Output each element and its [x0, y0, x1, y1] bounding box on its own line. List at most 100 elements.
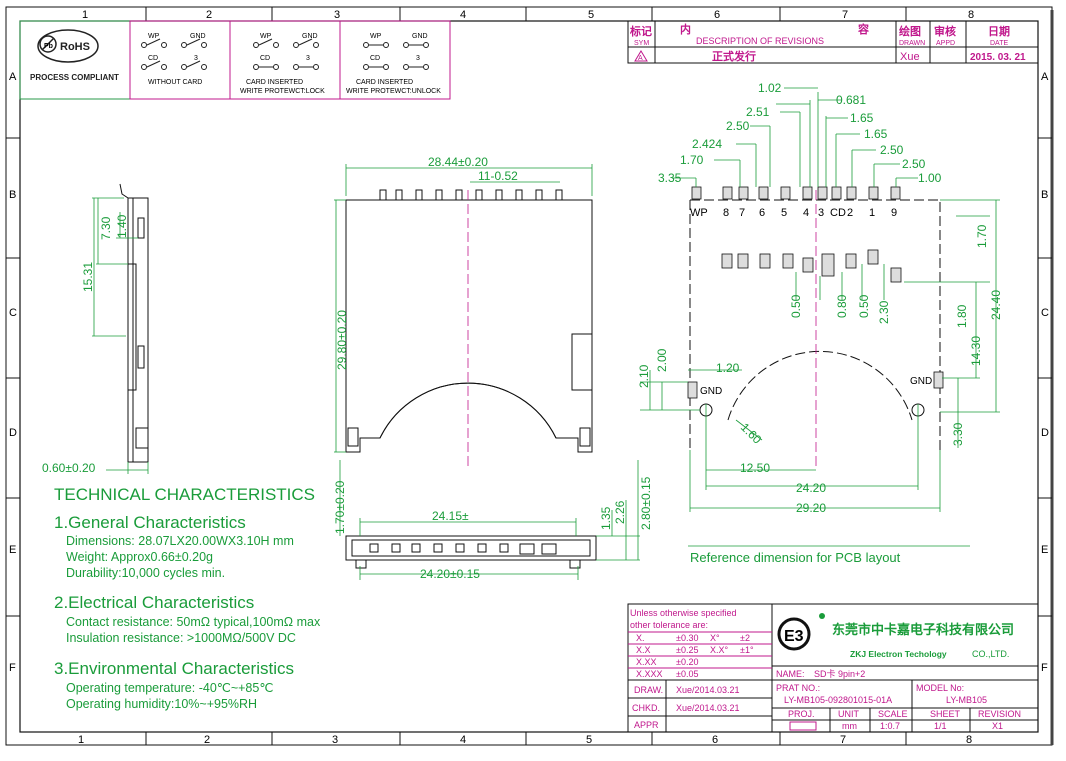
- svg-text:1: 1: [869, 207, 875, 219]
- col-number: 6: [714, 9, 720, 21]
- svg-text:WRITE PROTEWCT:LOCK: WRITE PROTEWCT:LOCK: [240, 88, 325, 95]
- switch-diagrams: [129, 20, 451, 100]
- top-view: 28.44±0.20 11-0.52 29.80±0.20: [334, 155, 593, 470]
- svg-text:7: 7: [739, 207, 745, 219]
- col-number: 1: [78, 734, 84, 746]
- svg-text:内: 内: [680, 22, 691, 36]
- svg-text:1.35: 1.35: [599, 506, 613, 530]
- svg-text:NAME:: NAME:: [776, 669, 805, 679]
- svg-text:3.30: 3.30: [951, 422, 965, 446]
- svg-text:WRITE PROTEWCT:UNLOCK: WRITE PROTEWCT:UNLOCK: [346, 88, 441, 95]
- svg-text:GND: GND: [190, 33, 206, 40]
- svg-text:东莞市中卡嘉电子科技有限公司: 东莞市中卡嘉电子科技有限公司: [832, 622, 1014, 637]
- col-number: 4: [460, 734, 466, 746]
- svg-text:A: A: [638, 55, 643, 62]
- rohs-block: Pb RoHS PROCESS COMPLIANT: [19, 20, 131, 100]
- rohs-leaf-icon: [37, 29, 99, 63]
- rohs-badge: RoHS: [60, 41, 90, 53]
- col-number: 7: [840, 734, 846, 746]
- svg-text:28.44±0.20: 28.44±0.20: [428, 155, 488, 169]
- svg-text:24.20±0.15: 24.20±0.15: [420, 567, 480, 581]
- col-number: 2: [206, 9, 212, 21]
- svg-text:24.40: 24.40: [989, 290, 1003, 320]
- row-letter: F: [9, 662, 16, 674]
- svg-text:1/1: 1/1: [934, 721, 947, 731]
- svg-text:1.20: 1.20: [716, 361, 740, 375]
- svg-text:11-0.52: 11-0.52: [478, 169, 518, 183]
- svg-text:CARD INSERTED: CARD INSERTED: [356, 79, 413, 86]
- svg-text:LY-MB105-092801015-01A: LY-MB105-092801015-01A: [784, 695, 892, 705]
- svg-text:Weight: Approx0.66±0.20g: Weight: Approx0.66±0.20g: [66, 550, 213, 564]
- svg-text:Xue/2014.03.21: Xue/2014.03.21: [676, 703, 740, 713]
- svg-text:1.65: 1.65: [850, 111, 874, 125]
- svg-text:Dimensions: 28.07LX20.00WX3.10: Dimensions: 28.07LX20.00WX3.10H mm: [66, 534, 294, 548]
- revision-triangle-icon: [634, 50, 648, 62]
- svg-text:±2: ±2: [740, 633, 750, 643]
- svg-text:1.70: 1.70: [680, 153, 704, 167]
- projection-icon: [789, 721, 817, 731]
- svg-text:E3: E3: [784, 628, 804, 645]
- svg-text:X.X°: X.X°: [710, 645, 729, 655]
- svg-text:1.General Characteristics: 1.General Characteristics: [54, 513, 246, 532]
- row-letter: E: [9, 544, 16, 556]
- svg-text:WP: WP: [690, 207, 708, 219]
- column-markers: 1 2 3 4 5 6 7 8 1 2 3 4 5 6 7 8: [78, 9, 974, 746]
- svg-text:3.35: 3.35: [658, 171, 682, 185]
- svg-text:0.60±0.20: 0.60±0.20: [42, 461, 96, 475]
- svg-text:±0.30: ±0.30: [676, 633, 698, 643]
- no-lead-icon: [39, 35, 57, 53]
- svg-text:标记: 标记: [629, 24, 652, 38]
- switch-lock: WP GND CD 3 CARD INSERTED WRITE PROTEWCT…: [240, 33, 325, 95]
- svg-text:Operating humidity:10%~+95%RH: Operating humidity:10%~+95%RH: [66, 697, 257, 711]
- col-number: 8: [966, 734, 972, 746]
- row-letter: B: [9, 189, 16, 201]
- svg-text:2.10: 2.10: [637, 364, 651, 388]
- switch-without-card: WP GND CD 3 WITHOUT CARD: [141, 33, 207, 86]
- svg-text:ZKJ Electron Techology: ZKJ Electron Techology: [850, 649, 947, 659]
- svg-text:GND: GND: [412, 33, 428, 40]
- svg-text:3: 3: [416, 55, 420, 62]
- svg-text:Durability:10,000 cycles min: Durability:10,000 cycles min.: [66, 566, 225, 580]
- svg-text:0.50: 0.50: [789, 294, 803, 318]
- svg-text:SYM: SYM: [634, 40, 649, 47]
- svg-text:MODEL No:: MODEL No:: [916, 683, 964, 693]
- pcb-caption: Reference dimension for PCB layout: [690, 550, 901, 565]
- svg-text:14.30: 14.30: [969, 336, 983, 366]
- svg-text:CHKD.: CHKD.: [632, 703, 660, 713]
- svg-text:3: 3: [818, 207, 824, 219]
- col-number: 5: [586, 734, 592, 746]
- svg-text:SCALE: SCALE: [878, 709, 908, 719]
- svg-text:3.Environmental Characteristi: 3.Environmental Characteristics: [54, 659, 294, 678]
- svg-text:CD: CD: [370, 55, 380, 62]
- svg-text:7.30: 7.30: [99, 216, 113, 240]
- svg-text:CD: CD: [148, 55, 158, 62]
- svg-text:TECHNICAL CHARACTERISTICS: TECHNICAL CHARACTERISTICS: [54, 485, 315, 504]
- svg-text:2.30: 2.30: [877, 300, 891, 324]
- svg-text:SD卡 9pin+2: SD卡 9pin+2: [814, 668, 865, 679]
- svg-text:1:0.7: 1:0.7: [880, 721, 900, 731]
- svg-text:other tolerance are:: other tolerance are:: [630, 620, 708, 630]
- svg-text:正式发行: 正式发行: [712, 49, 756, 63]
- svg-text:1.00: 1.00: [918, 171, 942, 185]
- svg-text:6: 6: [759, 207, 765, 219]
- svg-text:X.: X.: [636, 633, 645, 643]
- col-number: 1: [82, 9, 88, 21]
- svg-text:APPR: APPR: [634, 720, 659, 730]
- row-letter: F: [1041, 662, 1048, 674]
- svg-text:24.20: 24.20: [796, 481, 826, 495]
- col-number: 5: [588, 9, 594, 21]
- row-letter: D: [1041, 427, 1049, 439]
- svg-text:5: 5: [781, 207, 787, 219]
- svg-text:LY-MB105: LY-MB105: [946, 695, 987, 705]
- svg-text:Xue/2014.03.21: Xue/2014.03.21: [676, 685, 740, 695]
- svg-text:Operating temperature: -40℃~+: Operating temperature: -40℃~+85℃: [66, 681, 273, 695]
- svg-text:PRAT NO.:: PRAT NO.:: [776, 683, 820, 693]
- svg-text:1.65: 1.65: [864, 127, 888, 141]
- row-letter: D: [9, 427, 17, 439]
- grid-ticks: [6, 7, 1052, 745]
- row-letter: B: [1041, 189, 1048, 201]
- svg-text:Unless otherwise specified: Unless otherwise specified: [630, 608, 737, 618]
- svg-text:0.50: 0.50: [857, 294, 871, 318]
- svg-text:0.681: 0.681: [836, 93, 866, 107]
- company-logo: [777, 617, 811, 651]
